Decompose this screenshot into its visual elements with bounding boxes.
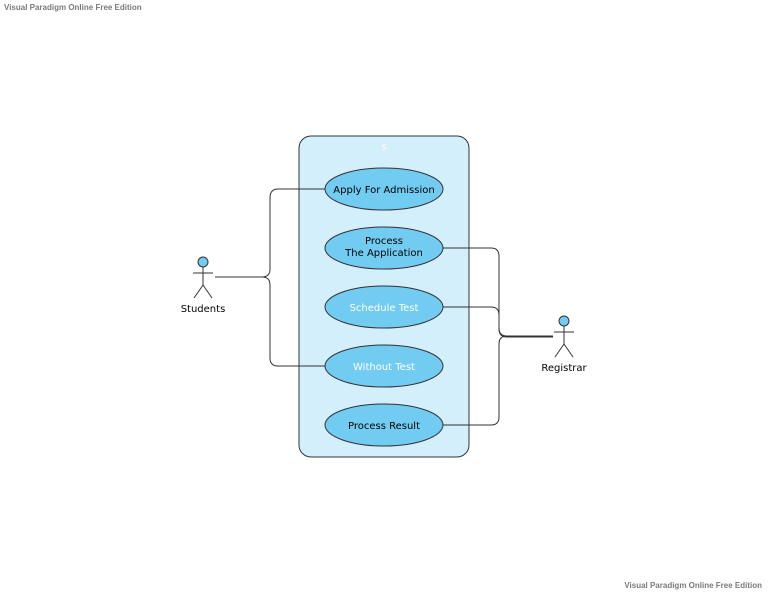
actor-registrar[interactable]: Registrar <box>541 315 588 374</box>
connector-registrar-result <box>442 335 553 426</box>
usecase-without-label: Without Test <box>353 362 415 373</box>
usecase-apply-for-admission[interactable]: Apply For Admission <box>324 167 444 211</box>
system-title: S <box>381 143 386 152</box>
watermark-top: Visual Paradigm Online Free Edition <box>4 3 142 12</box>
usecase-result-label: Process Result <box>348 421 420 432</box>
usecase-schedule-label: Schedule Test <box>350 303 419 314</box>
usecase-process-label-line2: The Application <box>344 248 423 259</box>
connector-registrar-process <box>442 247 553 337</box>
stick-figure-icon <box>554 315 574 358</box>
watermark-bottom: Visual Paradigm Online Free Edition <box>624 581 762 590</box>
stick-figure-icon <box>193 256 213 299</box>
student-connectors <box>215 188 326 367</box>
usecase-apply-label: Apply For Admission <box>333 185 434 196</box>
usecase-without-test[interactable]: Without Test <box>324 344 444 388</box>
usecase-process-result[interactable]: Process Result <box>324 403 444 447</box>
actor-students-label: Students <box>181 304 226 315</box>
actor-students[interactable]: Students <box>181 256 226 315</box>
registrar-connectors <box>442 247 553 426</box>
actor-registrar-label: Registrar <box>541 363 587 374</box>
connector-students-apply <box>215 188 326 278</box>
usecase-process-label-line1: Process <box>365 236 403 247</box>
connector-students-without <box>215 276 326 367</box>
usecase-schedule-test[interactable]: Schedule Test <box>324 285 444 329</box>
usecase-process-application[interactable]: Process The Application <box>324 226 444 270</box>
